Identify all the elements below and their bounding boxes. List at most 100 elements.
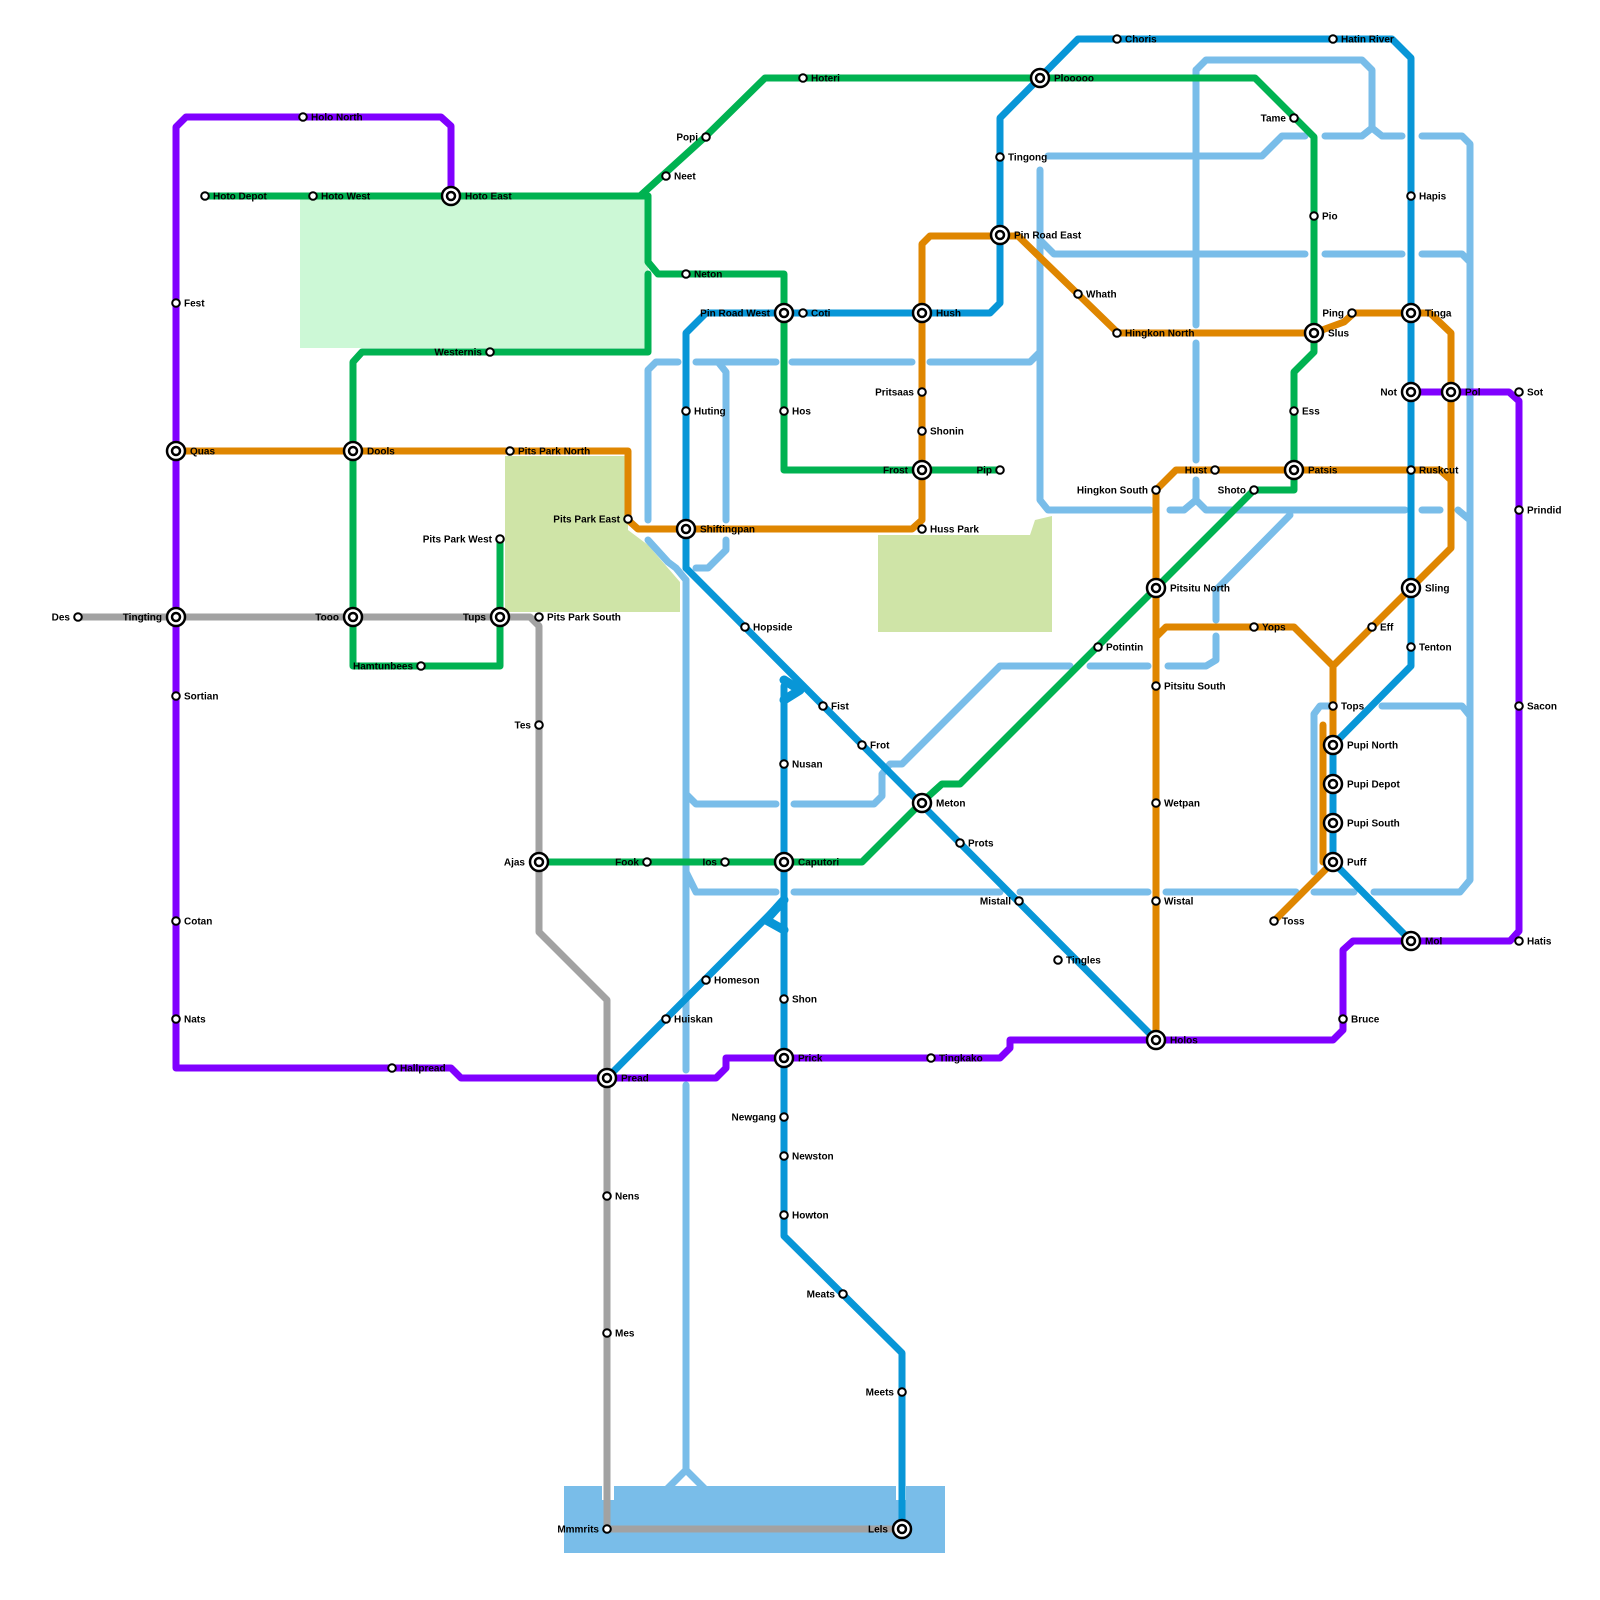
station-tingles[interactable] <box>1054 956 1062 964</box>
station-hoto-depot[interactable] <box>201 192 209 200</box>
station-neet[interactable] <box>662 172 670 180</box>
station-quas[interactable] <box>167 442 185 460</box>
station-prots[interactable] <box>956 839 964 847</box>
station-pritsaas[interactable] <box>918 388 926 396</box>
station-wistal[interactable] <box>1152 897 1160 905</box>
station-whath[interactable] <box>1074 290 1082 298</box>
station-cotan[interactable] <box>172 917 180 925</box>
station-meton[interactable] <box>913 794 931 812</box>
station-nats[interactable] <box>172 1015 180 1023</box>
station-pits-park-south[interactable] <box>535 613 543 621</box>
station-prick[interactable] <box>775 1049 793 1067</box>
station-frost[interactable] <box>913 461 931 479</box>
station-tingting[interactable] <box>167 608 185 626</box>
station-pitsitu-north[interactable] <box>1147 579 1165 597</box>
station-nusan[interactable] <box>780 760 788 768</box>
station-mistall[interactable] <box>1015 897 1023 905</box>
station-bruce[interactable] <box>1339 1015 1347 1023</box>
station-sacon[interactable] <box>1515 702 1523 710</box>
station-fook[interactable] <box>643 858 651 866</box>
station-puff[interactable] <box>1324 853 1342 871</box>
station-tes[interactable] <box>535 721 543 729</box>
station-plooooo[interactable] <box>1031 69 1049 87</box>
station-tame[interactable] <box>1290 114 1298 122</box>
station-dools[interactable] <box>344 442 362 460</box>
station-pin-road-west[interactable] <box>775 304 793 322</box>
station-coti[interactable] <box>799 309 807 317</box>
station-tingkako[interactable] <box>927 1054 935 1062</box>
station-hingkon-north[interactable] <box>1113 329 1121 337</box>
station-des[interactable] <box>74 613 82 621</box>
station-shiftingpan[interactable] <box>677 520 695 538</box>
station-shon[interactable] <box>780 995 788 1003</box>
station-pread[interactable] <box>598 1069 616 1087</box>
station-tinga[interactable] <box>1402 304 1420 322</box>
station-shonin[interactable] <box>918 427 926 435</box>
station-pitsitu-south[interactable] <box>1152 682 1160 690</box>
station-tooo[interactable] <box>344 608 362 626</box>
station-fest[interactable] <box>172 299 180 307</box>
station-pits-park-west[interactable] <box>496 535 504 543</box>
station-pin-road-east[interactable] <box>991 226 1009 244</box>
station-pio[interactable] <box>1310 212 1318 220</box>
station-lels[interactable] <box>893 1520 911 1538</box>
station-slus[interactable] <box>1305 324 1323 342</box>
station-huiskan[interactable] <box>662 1015 670 1023</box>
station-tups[interactable] <box>491 608 509 626</box>
station-shoto[interactable] <box>1250 486 1258 494</box>
station-mol[interactable] <box>1402 932 1420 950</box>
station-howton[interactable] <box>780 1211 788 1219</box>
station-holo-north[interactable] <box>299 113 307 121</box>
station-hamtunbees[interactable] <box>417 662 425 670</box>
station-hoteri[interactable] <box>799 74 807 82</box>
station-sortian[interactable] <box>172 692 180 700</box>
station-huss-park[interactable] <box>918 525 926 533</box>
station-prindid[interactable] <box>1515 506 1523 514</box>
station-hallpread[interactable] <box>388 1064 396 1072</box>
station-huting[interactable] <box>682 407 690 415</box>
station-hush[interactable] <box>913 304 931 322</box>
station-not[interactable] <box>1402 383 1420 401</box>
station-popi[interactable] <box>702 133 710 141</box>
station-hingkon-south[interactable] <box>1152 486 1160 494</box>
station-hos[interactable] <box>780 407 788 415</box>
station-ping[interactable] <box>1348 309 1356 317</box>
station-mes[interactable] <box>603 1329 611 1337</box>
station-nens[interactable] <box>603 1192 611 1200</box>
station-newston[interactable] <box>780 1152 788 1160</box>
station-pits-park-east[interactable] <box>624 515 632 523</box>
station-hapis[interactable] <box>1407 192 1415 200</box>
station-frot[interactable] <box>858 741 866 749</box>
station-sling[interactable] <box>1402 579 1420 597</box>
station-tops[interactable] <box>1329 702 1337 710</box>
station-caputori[interactable] <box>775 853 793 871</box>
station-sot[interactable] <box>1515 388 1523 396</box>
station-ess[interactable] <box>1290 407 1298 415</box>
station-hopside[interactable] <box>741 623 749 631</box>
station-fist[interactable] <box>819 702 827 710</box>
station-pupi-south[interactable] <box>1324 814 1342 832</box>
station-neton[interactable] <box>682 270 690 278</box>
station-potintin[interactable] <box>1094 643 1102 651</box>
station-ajas[interactable] <box>530 853 548 871</box>
station-hoto-east[interactable] <box>442 187 460 205</box>
station-homeson[interactable] <box>702 976 710 984</box>
station-hatis[interactable] <box>1515 937 1523 945</box>
station-ruskcut[interactable] <box>1407 466 1415 474</box>
station-pupi-depot[interactable] <box>1324 775 1342 793</box>
station-mmmrits[interactable] <box>603 1525 611 1533</box>
station-hust[interactable] <box>1211 466 1219 474</box>
station-yops[interactable] <box>1250 623 1258 631</box>
station-pol[interactable] <box>1442 383 1460 401</box>
station-hoto-west[interactable] <box>309 192 317 200</box>
station-westernis[interactable] <box>486 348 494 356</box>
station-tingong[interactable] <box>996 153 1004 161</box>
station-holos[interactable] <box>1147 1031 1165 1049</box>
station-ios[interactable] <box>721 858 729 866</box>
station-meats[interactable] <box>839 1290 847 1298</box>
station-meets[interactable] <box>898 1388 906 1396</box>
station-tenton[interactable] <box>1407 643 1415 651</box>
station-hatin-river[interactable] <box>1329 35 1337 43</box>
station-toss[interactable] <box>1270 917 1278 925</box>
station-patsis[interactable] <box>1285 461 1303 479</box>
